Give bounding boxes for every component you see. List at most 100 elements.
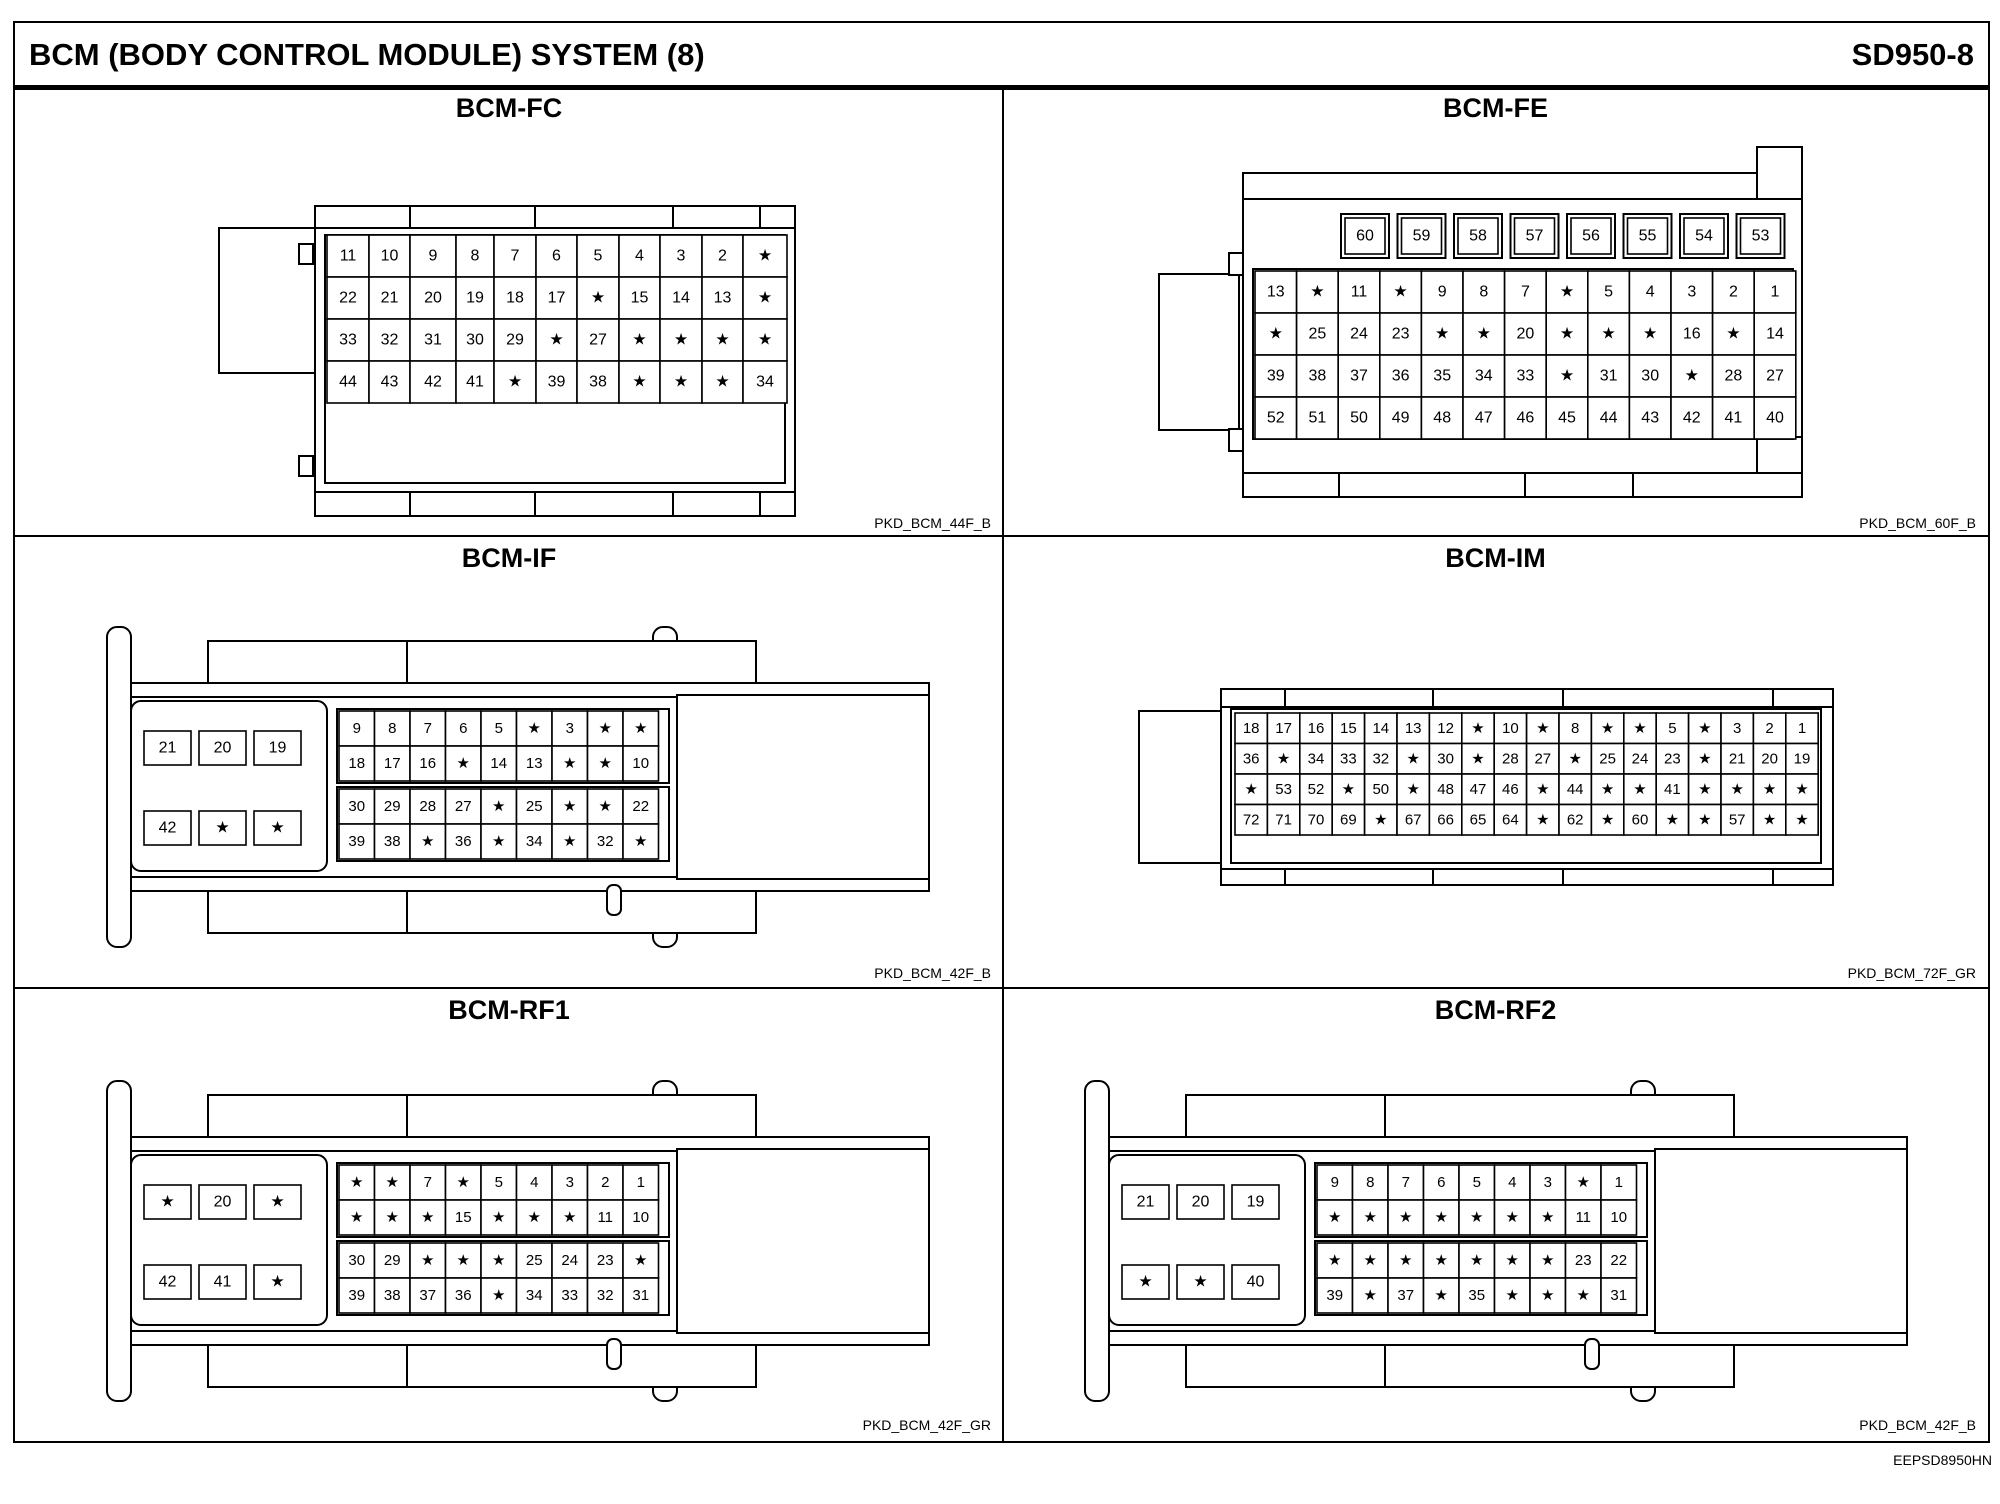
pin-cell — [1753, 396, 1797, 440]
pin-label: ★ — [632, 374, 646, 391]
pin-label: 36 — [1243, 750, 1260, 767]
pin-label: 34 — [526, 833, 543, 850]
pin-cell — [1655, 803, 1690, 836]
pin-label: ★ — [1541, 1252, 1554, 1269]
pin-label: ★ — [1560, 368, 1574, 385]
pin-label: ★ — [1269, 326, 1283, 343]
pin-cell — [586, 1199, 624, 1236]
pin-cell — [373, 745, 411, 782]
pin-label: 19 — [1247, 1194, 1265, 1211]
pin-cell — [622, 823, 660, 860]
pin-label: 58 — [1469, 228, 1487, 245]
pin-label: 11 — [340, 248, 357, 265]
pin-label: ★ — [457, 1252, 470, 1269]
pin-label: ★ — [599, 720, 612, 737]
pin-cell — [618, 360, 661, 404]
pin-label: 53 — [1275, 781, 1292, 798]
horizontal-divider — [15, 535, 1988, 537]
pin-label: ★ — [1541, 1209, 1554, 1226]
pin-label: 27 — [1534, 750, 1551, 767]
pin-cell — [444, 710, 482, 747]
pin-label: 5 — [1668, 720, 1676, 737]
pin-cell — [535, 234, 578, 278]
pin-label: 52 — [1267, 410, 1285, 427]
pin-label: ★ — [1560, 284, 1574, 301]
pin-cell — [1121, 1264, 1170, 1300]
pin-cell — [1720, 742, 1755, 775]
pin-label: ★ — [591, 290, 605, 307]
pin-cell — [455, 360, 495, 404]
pin-label: 19 — [1794, 750, 1811, 767]
pin-label: ★ — [634, 720, 647, 737]
pin-label: 21 — [1137, 1194, 1155, 1211]
pin-label: ★ — [1138, 1274, 1152, 1291]
pin-cell — [1344, 217, 1386, 255]
diagram-sheet: BCM (BODY CONTROL MODULE) SYSTEM (8) SD9… — [13, 21, 1990, 1443]
pin-label: ★ — [350, 1209, 363, 1226]
pin-cell — [1387, 1277, 1425, 1314]
pin-cell — [1458, 1164, 1496, 1201]
pin-label: 64 — [1502, 811, 1519, 828]
mating-face — [676, 1148, 930, 1334]
pin-label: 3 — [677, 248, 686, 265]
pin-label: 16 — [419, 755, 436, 772]
pin-label: ★ — [1310, 284, 1324, 301]
pin-label: ★ — [386, 1209, 399, 1226]
pin-label: 72 — [1243, 811, 1260, 828]
pin-cell — [455, 234, 495, 278]
pin-label: ★ — [1435, 1252, 1448, 1269]
pin-cell — [1337, 396, 1381, 440]
pin-cell — [253, 730, 302, 766]
pin-label: 1 — [1771, 284, 1780, 301]
pin-cell — [1687, 712, 1722, 745]
pin-label: 9 — [429, 248, 438, 265]
pin-label: 4 — [530, 1174, 538, 1191]
pin-label: 39 — [548, 374, 566, 391]
pin-label: 9 — [1331, 1174, 1339, 1191]
pin-label: 34 — [526, 1287, 543, 1304]
pin-label: 1 — [1798, 720, 1806, 737]
pin-cell — [1590, 712, 1625, 745]
pin-label: ★ — [1277, 750, 1290, 767]
pin-cell — [1600, 1199, 1638, 1236]
latch-tab — [298, 455, 314, 477]
pin-label: ★ — [528, 720, 541, 737]
pin-label: 2 — [1765, 720, 1773, 737]
pin-label: 5 — [495, 1174, 503, 1191]
pin-cell — [368, 234, 411, 278]
pin-label: ★ — [758, 290, 772, 307]
top-rail — [1242, 172, 1803, 200]
pin-cell — [1493, 1277, 1531, 1314]
pin-cell — [1545, 312, 1589, 356]
pin-label: 15 — [455, 1209, 472, 1226]
end-post — [106, 626, 132, 948]
pin-cell — [1458, 1277, 1496, 1314]
pin-cell — [1513, 217, 1556, 255]
pin-label: 16 — [1683, 326, 1701, 343]
pin-label: 15 — [631, 290, 649, 307]
pin-cell — [1784, 773, 1819, 806]
pin-label: 27 — [1766, 368, 1784, 385]
pin-label: ★ — [1506, 1209, 1519, 1226]
pin-label: 37 — [1350, 368, 1368, 385]
pin-label: ★ — [1374, 811, 1387, 828]
pin-cell — [444, 1164, 482, 1201]
pin-label: ★ — [1342, 781, 1355, 798]
pin-cell — [701, 234, 744, 278]
pin-label: ★ — [1244, 781, 1257, 798]
pin-cell — [1400, 217, 1443, 255]
pin-label: 36 — [1392, 368, 1410, 385]
pin-cell — [1711, 270, 1755, 314]
pin-cell — [1564, 1199, 1602, 1236]
pin-label: 39 — [348, 833, 365, 850]
pin-cell — [659, 234, 703, 278]
latch-housing — [1158, 273, 1240, 431]
pin-cell — [1628, 270, 1672, 314]
body-lip — [130, 876, 930, 892]
vertical-divider — [1002, 87, 1004, 1443]
pin-label: 11 — [597, 1209, 613, 1226]
pin-label: ★ — [563, 1209, 576, 1226]
pin-label: 51 — [1309, 410, 1327, 427]
